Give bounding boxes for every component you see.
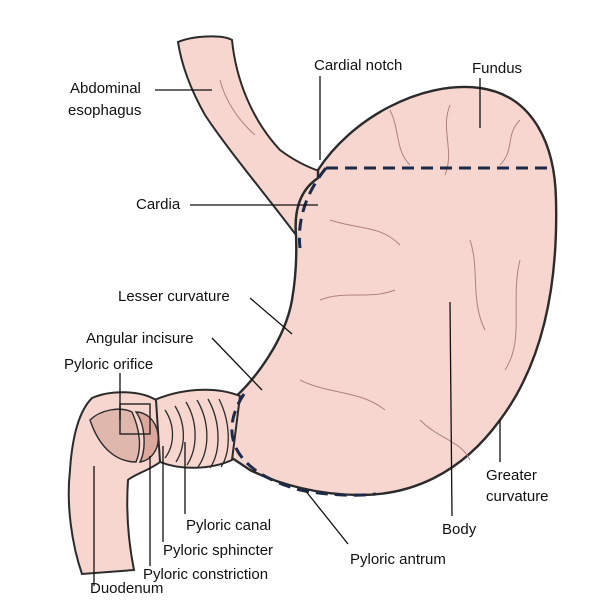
label-cardial-notch: Cardial notch: [314, 57, 403, 74]
label-greater-curvature-2: curvature: [486, 488, 549, 505]
label-pyloric-sphincter: Pyloric sphincter: [163, 542, 274, 559]
label-pyloric-canal: Pyloric canal: [186, 517, 272, 534]
region-boundary-lines: [230, 166, 548, 497]
label-lesser-curvature: Lesser curvature: [118, 288, 230, 305]
label-angular-incisure: Angular incisure: [86, 330, 194, 347]
label-greater-curvature-1: Greater: [486, 467, 537, 484]
label-body: Body: [442, 521, 477, 538]
leader-lines: [93, 76, 501, 586]
label-pyloric-orifice: Pyloric orifice: [64, 356, 154, 373]
label-abdominal-esophagus-1: Abdominal: [70, 80, 141, 97]
pyloric-canal-folds: [164, 398, 229, 469]
pyloric-orifice-opening: [89, 408, 141, 463]
label-cardia: Cardia: [136, 196, 181, 213]
label-abdominal-esophagus-2: esophagus: [68, 102, 142, 119]
stomach-body-shape: [230, 85, 558, 497]
label-pyloric-antrum: Pyloric antrum: [350, 551, 446, 568]
label-fundus: Fundus: [472, 60, 523, 77]
label-duodenum: Duodenum: [90, 580, 164, 597]
label-pyloric-constriction: Pyloric constriction: [143, 566, 269, 583]
